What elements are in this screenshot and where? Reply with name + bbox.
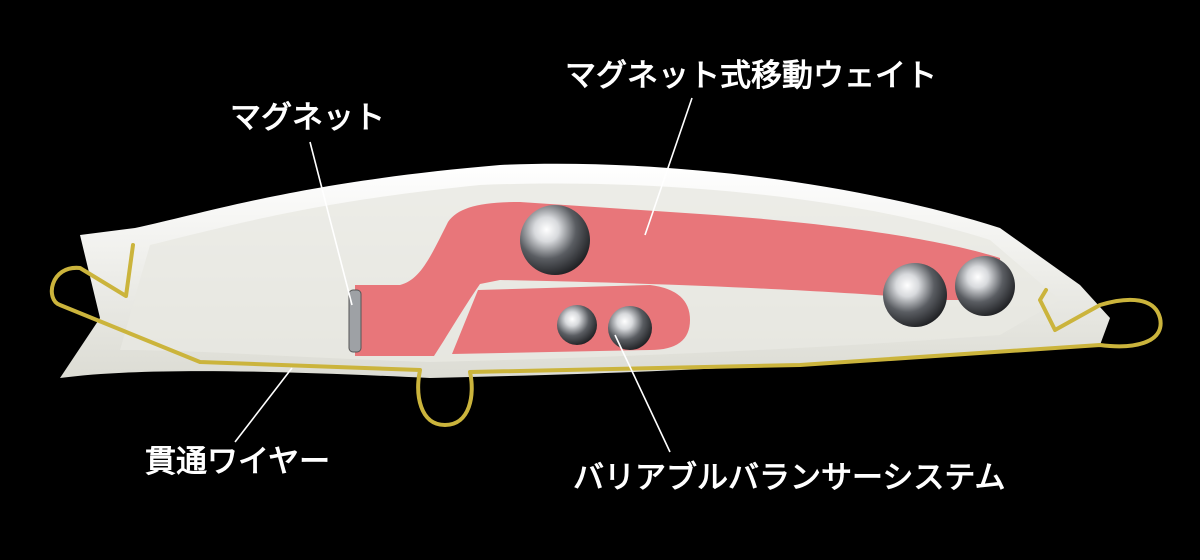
label-through-wire: 貫通ワイヤー bbox=[145, 444, 330, 480]
leader-line-moving-weight bbox=[644, 97, 693, 236]
steel-ball bbox=[608, 306, 652, 350]
steel-ball bbox=[520, 205, 590, 275]
steel-ball bbox=[955, 256, 1015, 316]
leader-line-balancer bbox=[614, 334, 671, 453]
label-magnet: マグネット bbox=[230, 100, 385, 136]
through-wire bbox=[49, 243, 1163, 427]
label-moving-weight: マグネット式移動ウェイト bbox=[565, 58, 937, 94]
leader-line-magnet bbox=[309, 141, 353, 306]
label-balancer-system: バリアブルバランサーシステム bbox=[573, 460, 1005, 496]
weight-channel-upper bbox=[355, 202, 1002, 356]
steel-ball bbox=[557, 305, 597, 345]
leader-line-through-wire bbox=[234, 367, 293, 443]
magnet bbox=[348, 289, 362, 353]
steel-ball bbox=[883, 263, 947, 327]
